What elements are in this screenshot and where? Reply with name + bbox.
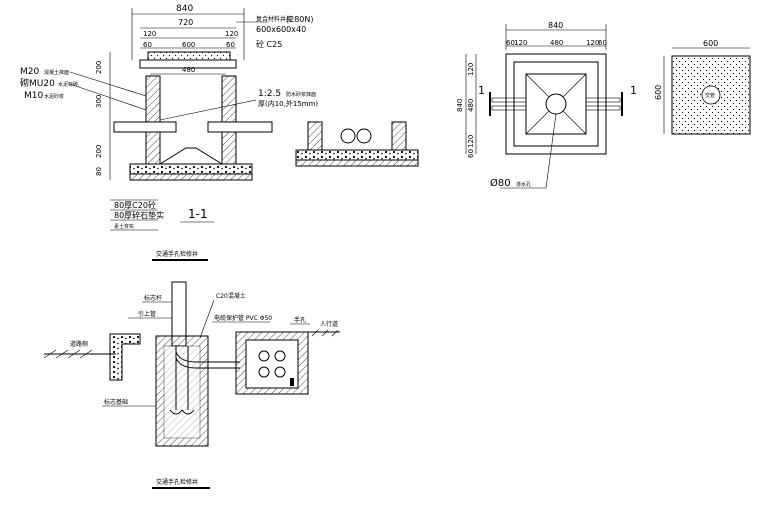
caption-bottom: 交通手孔检修井 — [156, 478, 198, 486]
cover-spec-size: 600x600x40 — [256, 25, 306, 34]
bottom-diagram: 标志杆 C20混凝土 引上管 电缆保护管 PVC Φ50 手孔 人行道 道路侧 … — [43, 281, 340, 489]
drain-hole — [545, 93, 567, 115]
plan-inner — [525, 73, 587, 135]
plan-dim-840: 840 — [548, 21, 563, 30]
caption-top: 交通手孔检修井 — [156, 250, 198, 258]
cover-spec-label: 复合材料井盖 — [256, 15, 292, 23]
base-c20: 80厚C20砼 — [114, 200, 156, 210]
label-sidewalk: 人行道 — [320, 320, 338, 328]
mortar-m20-note: 混凝土抹面 — [44, 69, 69, 76]
plan-outer — [505, 53, 607, 155]
plan-dim-480: 480 — [550, 39, 563, 47]
drain-dia: Ø80 — [490, 177, 511, 189]
base-gravel — [129, 163, 253, 175]
waterproof-note: 防水砂浆抹面 — [286, 91, 316, 98]
dim-720: 720 — [178, 18, 193, 27]
cover-slab — [147, 51, 231, 61]
plan-dim-v-120a: 120 — [467, 63, 475, 76]
right-wall — [221, 75, 237, 165]
dim-v-80: 80 — [95, 167, 103, 176]
mortar-m10: M10 — [24, 91, 43, 101]
dim-600: 600 — [182, 41, 195, 49]
cover-frame — [139, 59, 237, 69]
pipe-trench-detail — [295, 121, 419, 167]
cut-mark-left: 1 — [478, 84, 485, 97]
plan-dim-v-840: 840 — [456, 99, 464, 112]
cover-text: 交管 — [705, 92, 715, 99]
plan-view: 840 60 120 480 120 60 1 1 840 120 480 12… — [456, 21, 637, 189]
concrete-grade: 砼 C25 — [256, 39, 282, 49]
left-wall — [145, 75, 161, 165]
label-pole: 标志杆 — [144, 294, 162, 302]
brick-mu20: 砌MU20 — [20, 78, 55, 89]
cover-spec-load: (280N) — [286, 15, 314, 24]
dim-480: 480 — [182, 66, 195, 74]
drain-label: 渗水孔 — [516, 181, 531, 188]
label-road-edge: 道路侧 — [70, 340, 88, 348]
dim-60-right: 60 — [226, 41, 235, 49]
pipe-right — [207, 121, 273, 133]
base-soil — [129, 173, 253, 181]
base-soil-note: 素土夯实 — [114, 223, 134, 230]
dim-120-right: 120 — [225, 30, 238, 38]
dim-840: 840 — [176, 4, 193, 14]
plan-wall — [513, 61, 599, 147]
plan-dim-120-right: 120 — [586, 39, 599, 47]
cover-dim-600-h: 600 — [703, 39, 718, 48]
label-upper-pipe: 引上管 — [138, 310, 156, 318]
brick-mu20-note: 水泥标砖, — [58, 81, 80, 88]
dim-v-300: 300 — [95, 95, 103, 108]
label-handhole: 手孔 — [294, 316, 306, 324]
cover-dim-600-v: 600 — [654, 85, 663, 100]
base-gravel-note: 80厚碎石垫实 — [114, 210, 164, 220]
plan-dim-60-right: 60 — [598, 39, 607, 47]
plan-dim-60-left: 60 — [506, 39, 515, 47]
label-cable-pipe: 电缆保护管 PVC Φ50 — [214, 314, 272, 322]
plan-dim-120-left: 120 — [514, 39, 527, 47]
mortar-m10-note: 水泥砂浆 — [44, 93, 64, 100]
plan-dim-v-60b: 60 — [467, 149, 475, 158]
dim-v-200a: 200 — [95, 61, 103, 74]
section-title: 1-1 — [188, 207, 208, 221]
plan-dim-v-480: 480 — [467, 99, 475, 112]
dim-v-200b: 200 — [95, 145, 103, 158]
plan-dim-v-120b: 120 — [467, 135, 475, 148]
curb — [109, 333, 141, 381]
section-1-1: 840 720 120 120 60 600 60 480 200 300 20… — [20, 4, 318, 261]
mortar-m20: M20 — [20, 67, 39, 77]
cover-view: 600 600 交管 — [654, 39, 751, 135]
waterproof-thickness: 厚(内10,外15mm) — [258, 99, 318, 108]
waterproof-ratio: 1:2.5 — [258, 89, 281, 99]
dim-120-left: 120 — [143, 30, 156, 38]
label-c20: C20混凝土 — [216, 292, 246, 300]
dim-60-left: 60 — [143, 41, 152, 49]
pipe-left — [113, 121, 177, 133]
bottom-funnel — [159, 147, 223, 165]
cut-mark-right: 1 — [630, 84, 637, 97]
label-foundation: 标志基础 — [104, 398, 128, 406]
